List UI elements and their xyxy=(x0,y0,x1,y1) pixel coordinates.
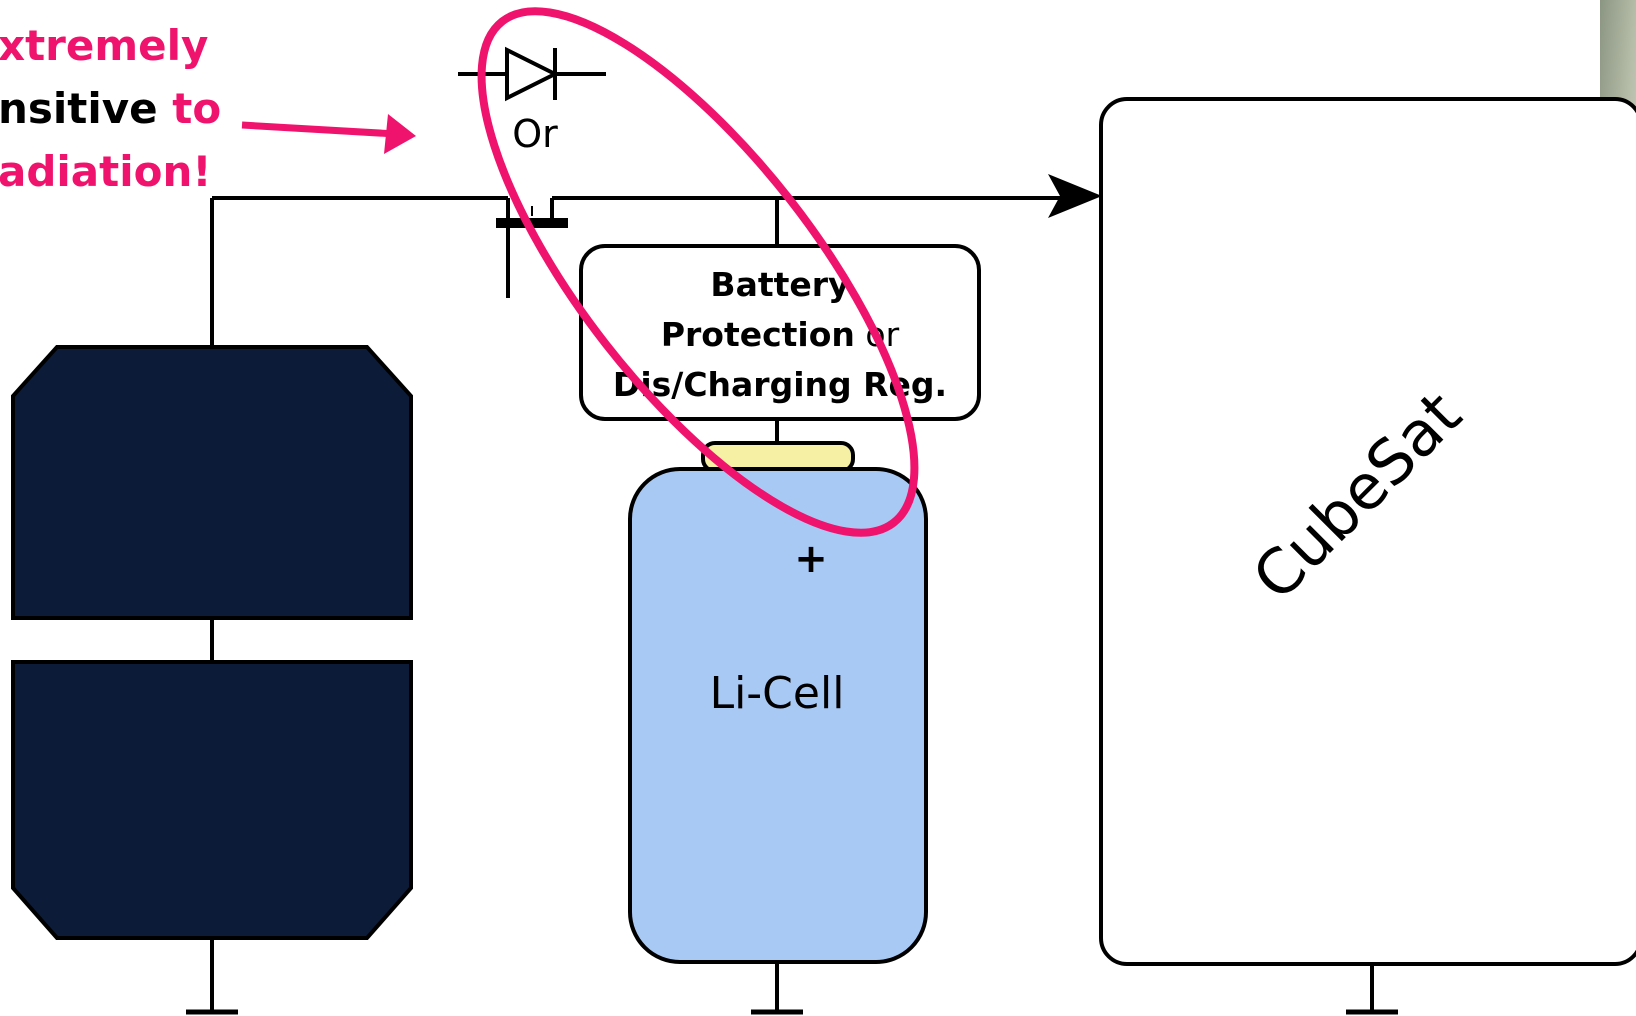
protection-line-2-bold: Protection xyxy=(661,315,855,354)
annotation-arrow-icon xyxy=(241,114,416,154)
solar-panel-top xyxy=(11,345,413,620)
annotation-line-2-black: nsitive xyxy=(0,84,172,133)
highlight-ellipse xyxy=(477,7,919,537)
li-cell-battery xyxy=(628,467,928,964)
protection-line-2: Protection or xyxy=(661,315,900,354)
mosfet-icon xyxy=(496,206,568,228)
bus-arrowhead-icon xyxy=(1048,174,1102,218)
solar-panel-bottom xyxy=(11,660,413,940)
battery-plus-sign: + xyxy=(794,536,828,582)
diode-or-label: Or xyxy=(512,112,558,156)
diode-icon xyxy=(458,46,606,102)
annotation-line-2: nsitive to xyxy=(0,84,221,133)
battery-protection-box xyxy=(579,244,981,421)
protection-line-1: Battery xyxy=(710,265,849,304)
cubesat-box xyxy=(1099,97,1636,966)
li-cell-label: Li-Cell xyxy=(710,668,845,719)
bus-wires xyxy=(210,196,1374,1010)
annotation-line-3: adiation! xyxy=(0,147,212,196)
annotation-line-1: xtremely xyxy=(0,21,208,70)
annotation-line-2-pink: to xyxy=(172,84,221,133)
